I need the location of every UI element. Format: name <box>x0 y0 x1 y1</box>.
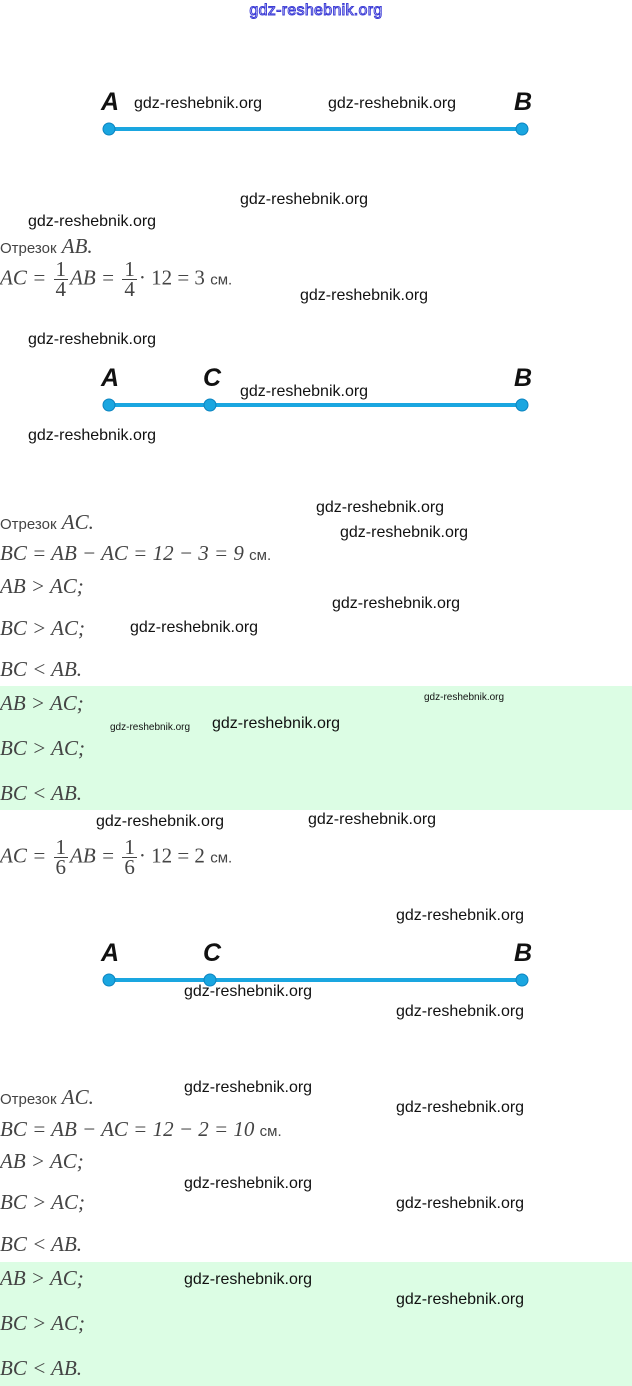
watermark: gdz-reshebnik.org <box>396 1099 525 1116</box>
watermark: gdz-reshebnik.org <box>212 715 341 732</box>
watermark: gdz-reshebnik.org <box>340 524 469 541</box>
answer-line: BC < AB. <box>0 1356 83 1380</box>
point-a <box>102 122 116 136</box>
watermark: gdz-reshebnik.org <box>184 1271 313 1288</box>
formula-bc-1: BC = AB − AC = 12 − 3 = 9 см. <box>0 541 272 565</box>
watermark: gdz-reshebnik.org <box>240 191 369 208</box>
watermark: gdz-reshebnik.org <box>396 1291 525 1308</box>
caption-1: Отрезок AB. <box>0 234 93 258</box>
label-a: A <box>101 88 120 116</box>
answer-line: BC > AC; <box>0 1311 85 1335</box>
label-a: A <box>101 939 120 967</box>
segment-ab <box>102 122 529 136</box>
watermark: gdz-reshebnik.org <box>130 619 259 636</box>
segment-acb-1 <box>102 398 529 412</box>
comparison: BC > AC; <box>0 1190 85 1214</box>
answer-line: BC < AB. <box>0 781 83 805</box>
watermark: gdz-reshebnik.org <box>300 287 429 304</box>
watermark: gdz-reshebnik.org <box>28 427 157 444</box>
comparison: BC < AB. <box>0 657 83 681</box>
header-watermark[interactable]: gdz-reshebnik.org <box>249 2 383 20</box>
label-a: A <box>101 364 120 392</box>
comparison: AB > AC; <box>0 1149 84 1173</box>
answer-box-2 <box>0 1262 632 1386</box>
watermark: gdz-reshebnik.org <box>184 983 313 1000</box>
answer-box-1 <box>0 686 632 810</box>
watermark: gdz-reshebnik.org <box>332 595 461 612</box>
answer-line: BC > AC; <box>0 736 85 760</box>
watermark: gdz-reshebnik.org <box>28 331 157 348</box>
segment-acb-2 <box>102 973 529 987</box>
label-b: B <box>514 939 533 967</box>
point-b <box>515 122 529 136</box>
watermark: gdz-reshebnik.org <box>110 722 191 733</box>
answer-line: AB > AC; <box>0 691 84 715</box>
comparison: AB > AC; <box>0 574 84 598</box>
label-c: C <box>203 364 222 392</box>
comparison: BC < AB. <box>0 1232 83 1256</box>
caption-2: Отрезок AC. <box>0 510 94 534</box>
watermark: gdz-reshebnik.org <box>396 1195 525 1212</box>
comparison: BC > AC; <box>0 616 85 640</box>
watermark: gdz-reshebnik.org <box>184 1079 313 1096</box>
watermark: gdz-reshebnik.org <box>316 499 445 516</box>
watermark: gdz-reshebnik.org <box>424 692 505 703</box>
watermark: gdz-reshebnik.org <box>240 383 369 400</box>
label-c: C <box>203 939 222 967</box>
answer-line: AB > AC; <box>0 1266 84 1290</box>
label-b: B <box>514 364 533 392</box>
watermark: gdz-reshebnik.org <box>308 811 437 828</box>
watermark: gdz-reshebnik.org <box>328 95 457 112</box>
watermark: gdz-reshebnik.org <box>96 813 225 830</box>
watermark: gdz-reshebnik.org <box>134 95 263 112</box>
label-b: B <box>514 88 533 116</box>
watermark: gdz-reshebnik.org <box>184 1175 313 1192</box>
formula-bc-2: BC = AB − AC = 12 − 2 = 10 см. <box>0 1117 282 1141</box>
caption-3: Отрезок AC. <box>0 1085 94 1109</box>
watermark: gdz-reshebnik.org <box>28 213 157 230</box>
watermark: gdz-reshebnik.org <box>396 1003 525 1020</box>
watermark: gdz-reshebnik.org <box>396 907 525 924</box>
